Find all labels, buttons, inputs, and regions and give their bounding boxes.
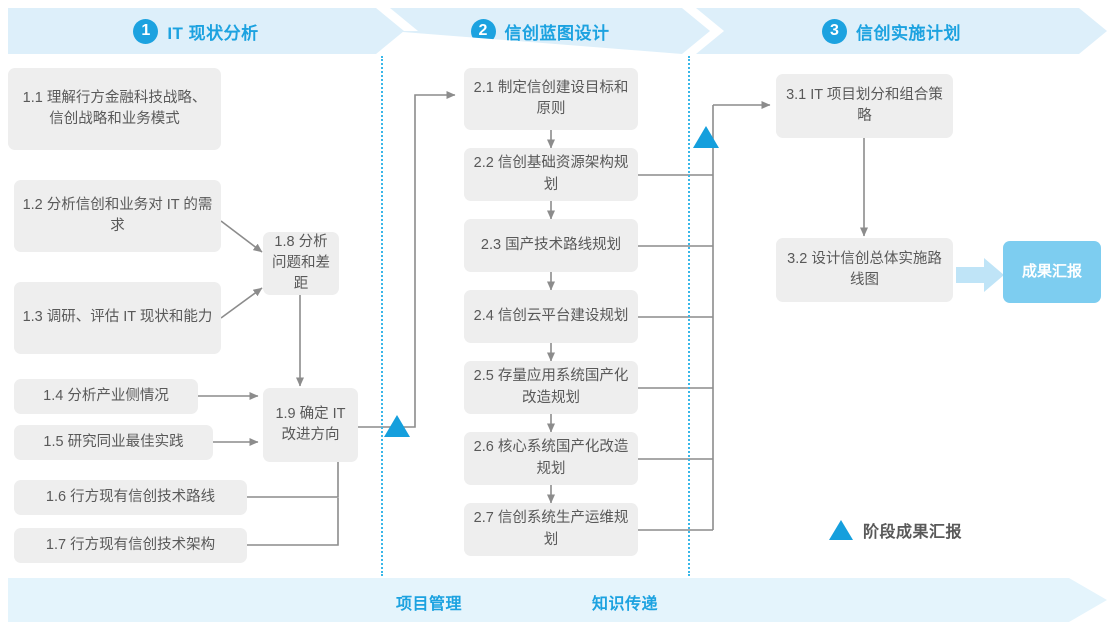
task-box-1-7[interactable]: 1.7 行方现有信创技术架构 bbox=[14, 528, 247, 563]
result-report-box[interactable]: 成果汇报 bbox=[1003, 241, 1101, 303]
phase-label-3: 信创实施计划 bbox=[856, 23, 961, 43]
task-box-1-9[interactable]: 1.9 确定 IT 改进方向 bbox=[263, 388, 358, 462]
task-box-1-3[interactable]: 1.3 调研、评估 IT 现状和能力 bbox=[14, 282, 221, 354]
footer-bar bbox=[8, 578, 1107, 622]
task-box-1-5[interactable]: 1.5 研究同业最佳实践 bbox=[14, 425, 213, 460]
phase-label-1: IT 现状分析 bbox=[167, 23, 259, 43]
phase-header-2[interactable]: 2 信创蓝图设计 bbox=[390, 8, 710, 54]
task-box-1-1[interactable]: 1.1 理解行方金融科技战略、信创战略和业务模式 bbox=[8, 68, 221, 150]
phase-number-1: 1 bbox=[133, 19, 158, 44]
phase-label-2: 信创蓝图设计 bbox=[504, 23, 610, 43]
footer-label-project-management[interactable]: 项目管理 bbox=[396, 596, 463, 613]
task-box-2-5[interactable]: 2.5 存量应用系统国产化改造规划 bbox=[464, 361, 638, 414]
task-box-2-2[interactable]: 2.2 信创基础资源架构规划 bbox=[464, 148, 638, 201]
milestone-triangle-icon bbox=[829, 520, 853, 540]
phase-header-3[interactable]: 3 信创实施计划 bbox=[696, 8, 1107, 54]
task-box-2-1[interactable]: 2.1 制定信创建设目标和原则 bbox=[464, 68, 638, 130]
task-box-2-7[interactable]: 2.7 信创系统生产运维规划 bbox=[464, 503, 638, 556]
task-box-1-6[interactable]: 1.6 行方现有信创技术路线 bbox=[14, 480, 247, 515]
task-box-3-1[interactable]: 3.1 IT 项目划分和组合策略 bbox=[776, 74, 953, 138]
result-block-arrow bbox=[956, 258, 1004, 292]
task-box-1-8[interactable]: 1.8 分析问题和差距 bbox=[263, 232, 339, 295]
task-box-2-3[interactable]: 2.3 国产技术路线规划 bbox=[464, 219, 638, 272]
phase-number-3: 3 bbox=[822, 19, 847, 44]
legend-label: 阶段成果汇报 bbox=[863, 524, 963, 541]
milestone-triangle-phase1 bbox=[384, 415, 410, 437]
phase-header-1[interactable]: 1 IT 现状分析 bbox=[8, 8, 404, 54]
task-box-2-6[interactable]: 2.6 核心系统国产化改造规划 bbox=[464, 432, 638, 485]
phase-number-2: 2 bbox=[471, 19, 496, 44]
task-box-1-4[interactable]: 1.4 分析产业侧情况 bbox=[14, 379, 198, 414]
task-box-3-2[interactable]: 3.2 设计信创总体实施路线图 bbox=[776, 238, 953, 302]
task-box-1-2[interactable]: 1.2 分析信创和业务对 IT 的需求 bbox=[14, 180, 221, 252]
column-divider-1 bbox=[381, 56, 383, 576]
footer-label-knowledge-transfer[interactable]: 知识传递 bbox=[592, 596, 659, 613]
milestone-triangle-phase2 bbox=[693, 126, 719, 148]
legend: 阶段成果汇报 bbox=[829, 518, 962, 542]
column-divider-2 bbox=[688, 56, 690, 576]
task-box-2-4[interactable]: 2.4 信创云平台建设规划 bbox=[464, 290, 638, 343]
